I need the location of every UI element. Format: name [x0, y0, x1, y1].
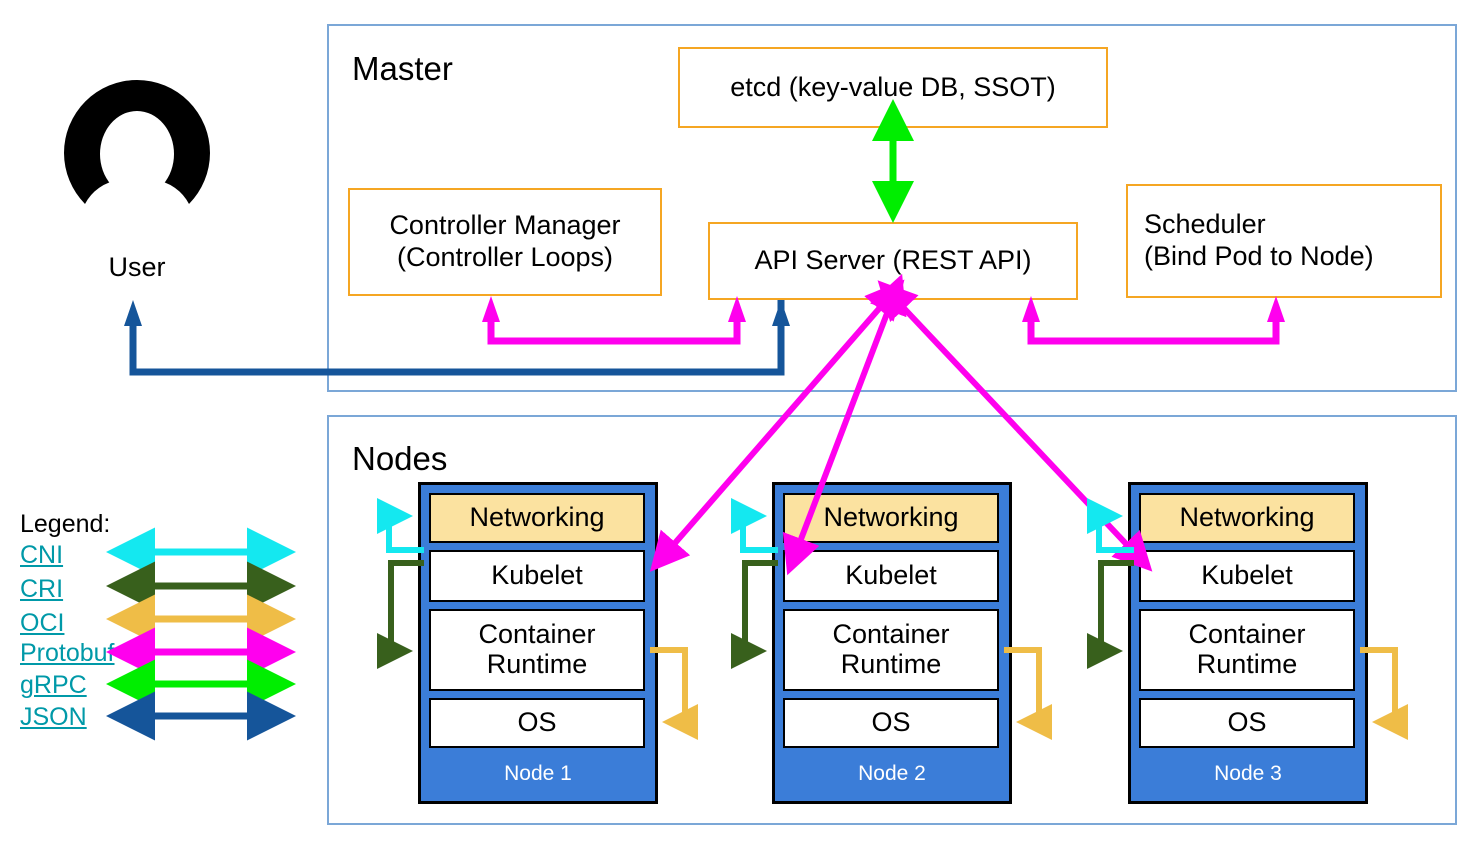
controller-manager-label-line2: (Controller Loops) [396, 242, 614, 272]
node-3-label: Node 3 [1214, 762, 1282, 785]
legend-title: Legend: [20, 510, 111, 538]
legend-item-cri[interactable]: CRI [20, 575, 64, 603]
node-3-kubelet-layer[interactable]: Kubelet [1139, 550, 1355, 602]
node-2-os-label: OS [871, 707, 911, 738]
node-1-label: Node 1 [504, 762, 572, 785]
node-1-kubelet-label: Kubelet [491, 560, 583, 591]
api-server-box[interactable]: API Server (REST API) [708, 222, 1078, 300]
node-1-networking-label: Networking [469, 502, 605, 533]
node-1-kubelet-layer[interactable]: Kubelet [429, 550, 645, 602]
nodes-group-title: Nodes [352, 440, 448, 477]
scheduler-label-line1: Scheduler [1144, 209, 1266, 240]
node-3-container-runtime-layer[interactable]: Container Runtime [1139, 609, 1355, 691]
node-2-container-runtime-label-line2: Runtime [840, 649, 942, 679]
node-2-os-layer[interactable]: OS [783, 698, 999, 748]
node-1-container-runtime-layer[interactable]: Container Runtime [429, 609, 645, 691]
node-1-container-runtime-label-line2: Runtime [486, 649, 588, 679]
node-1-os-layer[interactable]: OS [429, 698, 645, 748]
legend-item-oci[interactable]: OCI [20, 609, 65, 637]
node-2-container-runtime-label-line1: Container [832, 619, 950, 650]
controller-manager-box[interactable]: Controller Manager (Controller Loops) [348, 188, 662, 296]
api-server-label: API Server (REST API) [754, 245, 1032, 276]
legend-item-cni[interactable]: CNI [20, 541, 64, 569]
node-3-os-label: OS [1227, 707, 1267, 738]
etcd-label: etcd (key-value DB, SSOT) [730, 71, 1056, 102]
node-3-os-layer[interactable]: OS [1139, 698, 1355, 748]
node-1[interactable]: Networking Kubelet Container Runtime OS … [418, 482, 658, 804]
legend-item-protobuf[interactable]: Protobuf [20, 639, 115, 667]
controller-manager-label-line1: Controller Manager [389, 210, 621, 241]
node-3-networking-label: Networking [1179, 502, 1315, 533]
node-2-label: Node 2 [858, 762, 926, 785]
node-1-os-label: OS [517, 707, 557, 738]
etcd-box[interactable]: etcd (key-value DB, SSOT) [678, 47, 1108, 128]
node-3-networking-layer[interactable]: Networking [1139, 493, 1355, 543]
node-3-kubelet-label: Kubelet [1201, 560, 1293, 591]
node-2-networking-layer[interactable]: Networking [783, 493, 999, 543]
user-avatar-icon [62, 78, 212, 230]
legend-item-json[interactable]: JSON [20, 703, 87, 731]
node-2[interactable]: Networking Kubelet Container Runtime OS … [772, 482, 1012, 804]
user-label: User [108, 252, 166, 282]
master-group-title: Master [352, 50, 453, 87]
node-3-container-runtime-label-line2: Runtime [1196, 649, 1298, 679]
scheduler-box[interactable]: Scheduler (Bind Pod to Node) [1126, 184, 1442, 298]
node-1-container-runtime-label-line1: Container [478, 619, 596, 650]
node-2-kubelet-layer[interactable]: Kubelet [783, 550, 999, 602]
node-2-networking-label: Networking [823, 502, 959, 533]
node-1-networking-layer[interactable]: Networking [429, 493, 645, 543]
scheduler-label-line2: (Bind Pod to Node) [1144, 241, 1374, 271]
node-3[interactable]: Networking Kubelet Container Runtime OS … [1128, 482, 1368, 804]
node-2-kubelet-label: Kubelet [845, 560, 937, 591]
node-2-container-runtime-layer[interactable]: Container Runtime [783, 609, 999, 691]
legend-item-grpc[interactable]: gRPC [20, 671, 87, 699]
node-3-container-runtime-label-line1: Container [1188, 619, 1306, 650]
